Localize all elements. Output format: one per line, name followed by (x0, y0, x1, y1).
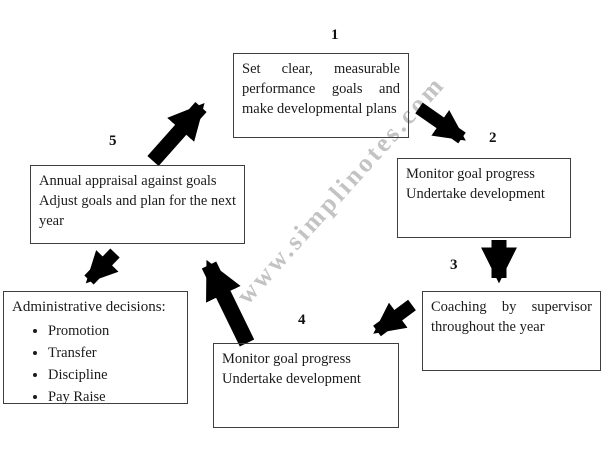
arrow-1-to-2 (415, 102, 466, 144)
step-3-label: 3 (450, 257, 458, 273)
step-2-text-line1: Monitor goal progress (406, 166, 535, 182)
step-1-label: 1 (331, 27, 339, 43)
step-3-box: Coaching by supervisor throughout the ye… (422, 291, 601, 371)
admin-item-discipline: Discipline (48, 365, 179, 385)
step-4-label: 4 (298, 312, 306, 328)
step-5-text-line1: Annual appraisal against goals (39, 173, 217, 189)
step-1-box: Set clear, measurable performance goals … (233, 53, 409, 138)
step-4-text-line1: Monitor goal progress (222, 351, 351, 367)
arrow-5-to-1 (147, 102, 207, 166)
step-2-label: 2 (489, 130, 497, 146)
step-5-box: Annual appraisal against goals Adjust go… (30, 165, 245, 244)
step-1-text: Set clear, measurable performance goals … (242, 61, 400, 117)
arrow-5-to-admin (84, 248, 120, 285)
admin-item-pay-raise: Pay Raise (48, 387, 179, 407)
step-5-text-line2: Adjust goals and plan for the next year (39, 193, 236, 229)
step-3-text: Coaching by supervisor throughout the ye… (431, 299, 592, 335)
admin-decisions-box: Administrative decisions: Promotion Tran… (3, 291, 188, 407)
admin-item-transfer: Transfer (48, 343, 179, 363)
step-2-text-line2: Undertake development (406, 186, 545, 202)
arrow-4-to-5 (201, 259, 255, 347)
arrow-3-to-4 (373, 299, 416, 337)
step-2-box: Monitor goal progress Undertake developm… (397, 158, 571, 238)
admin-item-promotion: Promotion (48, 321, 179, 341)
step-5-label: 5 (109, 133, 117, 149)
admin-decisions-list: Promotion Transfer Discipline Pay Raise (12, 321, 179, 407)
admin-decisions-title: Administrative decisions: (12, 299, 166, 315)
step-4-text-line2: Undertake development (222, 371, 361, 387)
step-4-box: Monitor goal progress Undertake developm… (213, 343, 399, 428)
